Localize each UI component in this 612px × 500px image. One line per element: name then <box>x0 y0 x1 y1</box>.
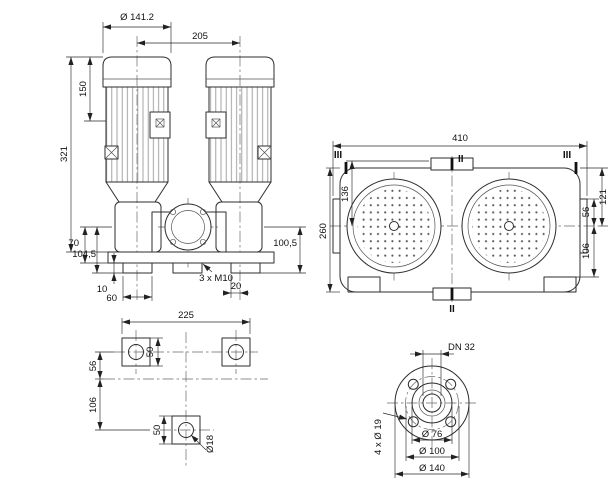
dim-321: 321 <box>59 146 70 162</box>
dim-121: 121 <box>598 189 609 205</box>
section-label-ii-bottom: II <box>449 304 455 315</box>
flange-dimensions: DN 32 Ø 76 Ø 100 Ø 140 4 x Ø 19 <box>373 342 475 478</box>
section-label-iii-left: III <box>334 150 343 161</box>
dim-10: 10 <box>97 284 108 295</box>
foot-view-centerlines <box>104 330 268 468</box>
pump-housing-outline <box>105 181 275 274</box>
dim-20: 20 <box>231 281 242 292</box>
dim-260: 260 <box>318 223 329 239</box>
foot-pads-outline <box>121 337 251 445</box>
dim-136: 136 <box>340 186 351 202</box>
flange-centerlines <box>387 358 477 448</box>
dim-bolt-holes: 4 x Ø 19 <box>373 419 384 455</box>
dim-150: 150 <box>78 81 89 97</box>
dim-56-plan: 56 <box>581 207 592 218</box>
dim-dia-140: Ø 140 <box>419 463 445 474</box>
motor-right-outline <box>205 56 275 183</box>
dim-100-5: 100,5 <box>273 238 297 249</box>
dim-106-foot: 106 <box>88 397 99 413</box>
dim-motor-spacing: 205 <box>192 31 208 42</box>
dim-dn32: DN 32 <box>448 342 475 353</box>
dim-106-plan: 106 <box>581 243 592 259</box>
base-plate <box>107 251 275 264</box>
section-label-ii-top: II <box>458 154 464 165</box>
dim-104-5: 104,5 <box>72 249 96 260</box>
dim-fan-diameter: Ø 141.2 <box>120 12 154 23</box>
plan-view-dimensions: 410 136 260 121 56 106 <box>318 133 609 293</box>
section-label-iii-right: III <box>563 150 572 161</box>
front-view-dimensions: Ø 141.2 205 150 321 70 104,5 100,5 <box>59 12 306 304</box>
dim-70: 70 <box>68 238 79 249</box>
center-port-flange <box>164 203 212 251</box>
dim-dia-76: Ø 76 <box>422 429 443 440</box>
dim-410: 410 <box>452 133 468 144</box>
motor-left-outline <box>102 56 172 183</box>
dim-50-lower: 50 <box>152 425 163 436</box>
dim-225: 225 <box>178 310 194 321</box>
section-marks: II II III III <box>334 150 578 315</box>
label-tapped-holes: 3 x M10 <box>199 273 233 284</box>
dim-dia-100: Ø 100 <box>419 446 445 457</box>
plan-view: 410 136 260 121 56 106 II II <box>318 133 609 315</box>
bolt-circle <box>405 376 459 430</box>
dim-56-foot: 56 <box>88 361 99 372</box>
foot-view-dimensions: 225 50 56 106 50 Ø18 <box>88 310 251 453</box>
fan-grille-right <box>461 178 557 274</box>
dim-50-upper: 50 <box>145 347 156 358</box>
dim-60: 60 <box>106 293 117 304</box>
foot-view: 225 50 56 106 50 Ø18 <box>88 310 268 468</box>
fan-grille-left <box>346 178 442 274</box>
front-view: Ø 141.2 205 150 321 70 104,5 100,5 <box>59 12 306 304</box>
flange-view: DN 32 Ø 76 Ø 100 Ø 140 4 x Ø 19 <box>373 342 477 478</box>
dim-foot-hole: Ø18 <box>205 435 216 453</box>
